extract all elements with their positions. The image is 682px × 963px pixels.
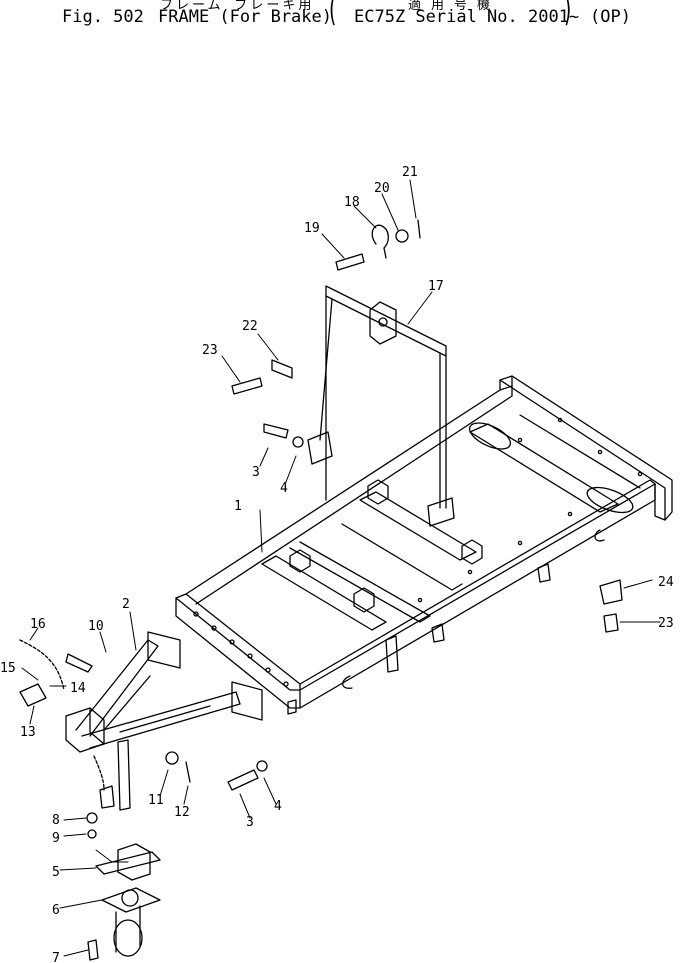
left-bracket: ( [328, 0, 337, 30]
japanese-applicable-label: 適用号機 [408, 0, 501, 13]
callout-14: 14 [70, 681, 86, 696]
callout-15: 15 [0, 661, 16, 676]
callout-24: 24 [658, 575, 674, 590]
callout-23-lower: 23 [658, 616, 674, 631]
option-label: (OP) [590, 7, 631, 27]
tow-frame [19, 631, 263, 811]
callout-20: 20 [374, 181, 390, 196]
callout-2: 2 [122, 597, 130, 612]
callout-4-upper: 4 [280, 481, 288, 496]
callout-22: 22 [242, 319, 258, 334]
callout-23-upper: 23 [202, 343, 218, 358]
callout-11: 11 [148, 793, 164, 808]
figure-header: フレーム ブレーキ用 適用号機 Fig. 502 FRAME (For Brak… [0, 0, 682, 40]
leader-lines [21, 179, 661, 957]
callout-13: 13 [20, 725, 36, 740]
callout-3-upper: 3 [252, 465, 260, 480]
callout-9: 9 [52, 831, 60, 846]
callout-18: 18 [344, 195, 360, 210]
callout-16: 16 [30, 617, 46, 632]
main-frame [175, 375, 673, 715]
callout-10: 10 [88, 619, 104, 634]
callout-5: 5 [52, 865, 60, 880]
callout-3-lower: 3 [246, 815, 254, 830]
callout-4-lower: 4 [274, 799, 282, 814]
fasteners [19, 219, 623, 961]
callout-21: 21 [402, 165, 418, 180]
callout-12: 12 [174, 805, 190, 820]
right-bracket: ) [563, 0, 572, 30]
callout-7: 7 [52, 951, 60, 963]
callout-17: 17 [428, 279, 444, 294]
japanese-title: フレーム ブレーキ用 [160, 0, 315, 13]
figure-title: FRAME (For Brake) [158, 7, 332, 27]
callout-1: 1 [234, 499, 242, 514]
lifting-hanger [307, 285, 455, 527]
callout-6: 6 [52, 903, 60, 918]
figure-number: Fig. 502 [62, 7, 144, 27]
serial-range: EC75Z Serial No. 2001~ [354, 7, 580, 27]
callout-8: 8 [52, 813, 60, 828]
callout-labels: 1 2 3 3 4 4 5 6 7 8 9 10 11 12 13 14 15 … [0, 165, 674, 963]
callout-19: 19 [304, 221, 320, 236]
